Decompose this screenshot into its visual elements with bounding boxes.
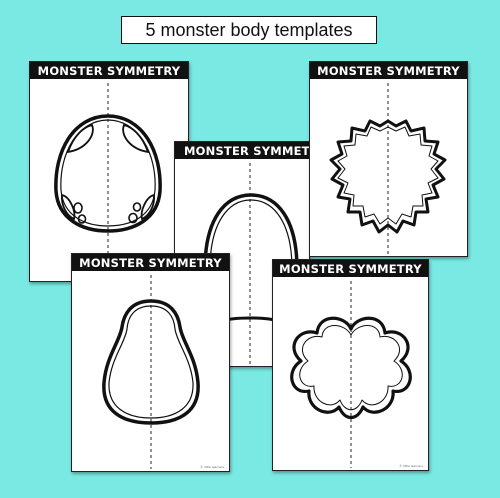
credit-text: © little learners bbox=[399, 464, 423, 468]
template-sheet-pear[interactable]: MONSTER SYMMETRY © little learners bbox=[71, 253, 230, 472]
template-sheet-furry[interactable]: MONSTER SYMMETRY bbox=[309, 61, 468, 257]
furry-body-outline bbox=[329, 83, 447, 254]
pear-body-outline bbox=[102, 275, 200, 469]
flower-body-outline bbox=[290, 281, 412, 468]
template-sheet-flower[interactable]: MONSTER SYMMETRY © little learners bbox=[272, 259, 429, 471]
template-sheet-egg[interactable]: MONSTER SYMMETRY bbox=[29, 61, 189, 282]
sheet-title: MONSTER SYMMETRY bbox=[273, 260, 428, 277]
caption-text: 5 monster body templates bbox=[145, 19, 353, 40]
sheet-title: MONSTER SYMMETRY bbox=[30, 62, 188, 79]
caption-banner: 5 monster body templates bbox=[121, 16, 377, 44]
egg-body-outline bbox=[54, 83, 162, 279]
sheet-title: MONSTER SYMMETRY bbox=[310, 62, 467, 79]
sheet-title: MONSTER SYMMETRY bbox=[72, 254, 229, 271]
sheet-title: MONSTER SYMMET bbox=[175, 142, 309, 159]
credit-text: © little learners bbox=[200, 465, 224, 469]
